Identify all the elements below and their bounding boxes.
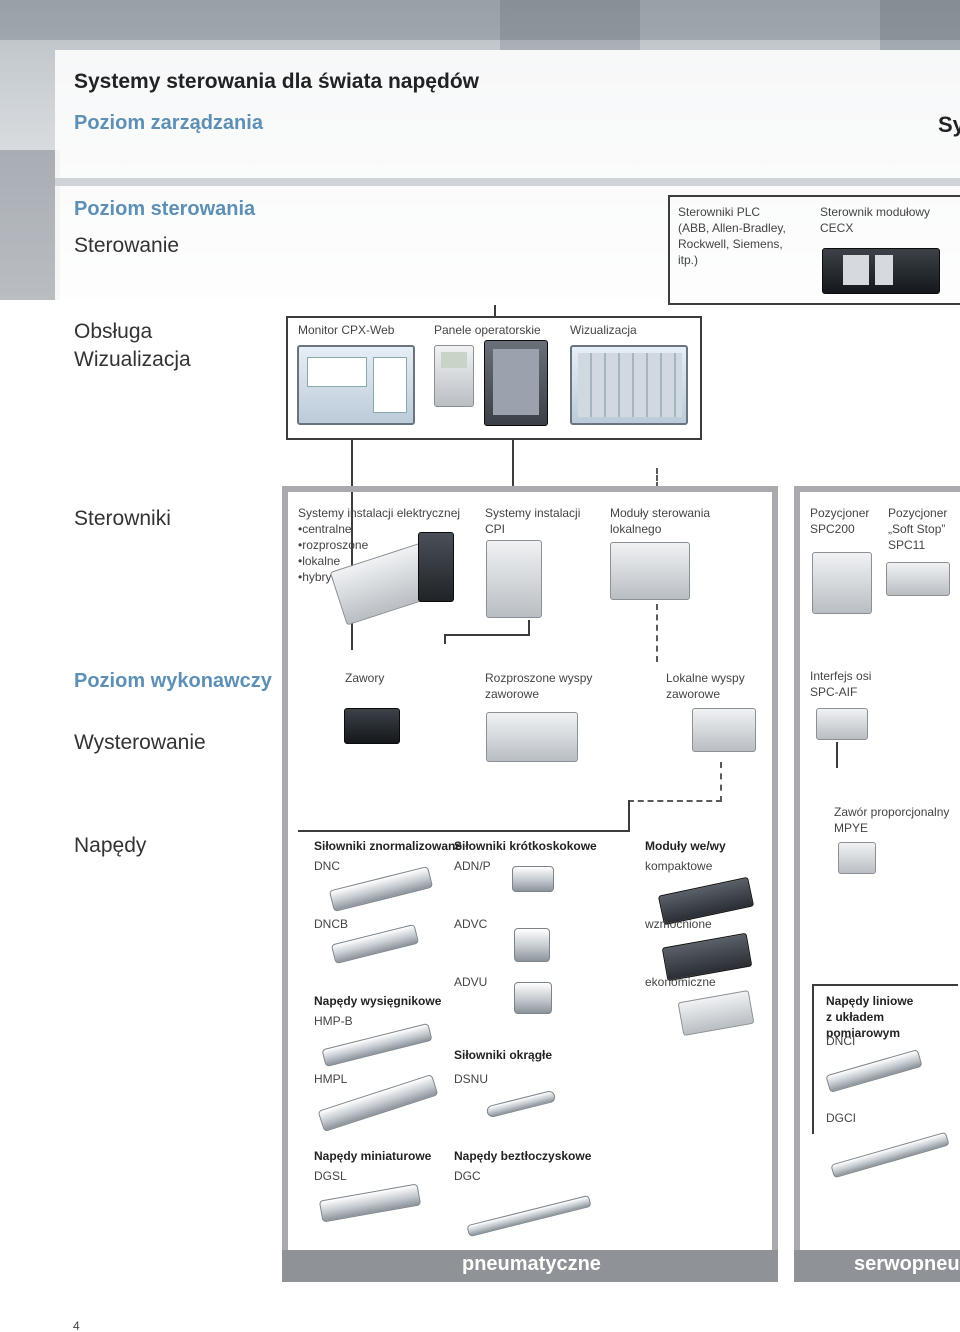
proportional-valve-caption: Zawór proporcjonalny MPYE xyxy=(834,805,950,835)
advc-cylinder-image xyxy=(514,928,550,962)
rodless-drives-heading: Napędy beztłoczyskowe xyxy=(454,1149,592,1163)
hmi-item-label: Wizualizacja xyxy=(570,323,637,337)
connector xyxy=(444,634,530,636)
round-cylinders-heading: Siłowniki okrągłe xyxy=(454,1048,553,1062)
cpi-caption: Systemy instalacji CPI xyxy=(485,506,581,536)
hmi-section-label: Obsługa Wizualizacja xyxy=(74,320,191,371)
divider xyxy=(55,178,960,186)
hmpl-label: HMPL xyxy=(314,1072,348,1086)
dnci-label: DNCI xyxy=(826,1034,856,1048)
connector xyxy=(812,984,958,986)
connector xyxy=(628,800,630,832)
spc11-caption: Pozycjoner „Soft Stop” SPC11 xyxy=(888,506,948,552)
page-title: Systemy sterowania dla świata napędów xyxy=(74,70,479,93)
spc11-image xyxy=(886,562,950,596)
compact-cylinders-heading: Siłowniki krótkoskokowe xyxy=(454,839,597,853)
valve-image xyxy=(344,708,400,744)
cantilever-drives-heading: Napędy wysięgnikowe xyxy=(314,994,442,1008)
valves-caption: Zawory xyxy=(345,671,385,685)
local-valve-terminals-caption: Lokalne wyspy zaworowe xyxy=(666,671,745,701)
dsnu-label: DSNU xyxy=(454,1072,489,1086)
spc200-image xyxy=(812,552,872,614)
dgci-label: DGCI xyxy=(826,1111,856,1125)
dnc-label: DNC xyxy=(314,859,340,873)
control-level-label: Poziom sterowania xyxy=(74,198,256,220)
connector xyxy=(351,626,353,650)
mini-slides-heading: Napędy miniaturowe xyxy=(314,1149,432,1163)
local-control-caption: Moduły sterowania lokalnego xyxy=(610,506,711,536)
plc-caption: Sterowniki PLC (ABB, Allen-Bradley, Rock… xyxy=(678,205,786,267)
connector xyxy=(494,305,496,316)
proportional-valve-image xyxy=(838,842,876,874)
cpi-module-image xyxy=(486,540,542,618)
pneumatic-banner: pneumatyczne xyxy=(282,1250,778,1282)
distributed-valve-terminal-image xyxy=(486,712,578,762)
dncb-label: DNCB xyxy=(314,917,349,931)
local-valve-terminal-image xyxy=(692,708,756,752)
advc-label: ADVC xyxy=(454,917,488,931)
adn-p-label: ADN/P xyxy=(454,859,491,873)
dgc-label: DGC xyxy=(454,1169,481,1183)
connector xyxy=(528,620,530,636)
control-section-label: Sterowanie xyxy=(74,234,180,257)
hmi-item-label: Panele operatorskie xyxy=(434,323,541,337)
control-frame xyxy=(668,195,960,305)
dashed-connector xyxy=(720,762,722,802)
hmp-b-label: HMP-B xyxy=(314,1014,353,1028)
advu-label: ADVU xyxy=(454,975,488,989)
connector xyxy=(444,634,446,644)
cpx-web-monitor-image xyxy=(297,345,415,425)
page-number: 4 xyxy=(73,1319,80,1332)
execution-level-label: Poziom wykonawczy xyxy=(74,670,272,692)
io-reinforced-label: wzmocnione xyxy=(645,917,712,931)
io-compact-label: kompaktowe xyxy=(645,859,713,873)
title-panel xyxy=(55,50,960,300)
management-level-label: Poziom zarządzania xyxy=(74,112,263,134)
local-control-module-image xyxy=(610,542,690,600)
connector xyxy=(512,440,514,486)
io-modules-heading: Moduły we/wy xyxy=(645,839,726,853)
dashed-connector xyxy=(656,604,658,662)
drives-frame-line xyxy=(298,830,628,832)
connector xyxy=(812,984,814,1134)
visualization-screen-image xyxy=(570,345,688,425)
drives-section-label: Napędy xyxy=(74,834,147,857)
operator-panel-image xyxy=(434,345,474,407)
dashed-connector xyxy=(628,800,722,802)
cecx-caption: Sterownik modułowy CECX xyxy=(820,205,931,235)
valve-terminal-image xyxy=(418,532,454,602)
axis-interface-caption: Interfejs osi SPC-AIF xyxy=(810,669,872,699)
connector xyxy=(836,742,838,768)
hmi-item-label: Monitor CPX-Web xyxy=(298,323,395,337)
spc200-caption: Pozycjoner SPC200 xyxy=(810,506,870,536)
distributed-valve-terminals-caption: Rozproszone wyspy zaworowe xyxy=(485,671,593,701)
controllers-section-label: Sterowniki xyxy=(74,507,171,530)
linear-drives-measuring-heading: Napędy liniowe z układem pomiarowym xyxy=(826,994,914,1040)
servo-banner: serwopneu xyxy=(794,1250,960,1282)
io-economic-label: ekonomiczne xyxy=(645,975,716,989)
standard-cylinders-heading: Siłowniki znormalizowane xyxy=(314,839,463,853)
hmi-frame xyxy=(286,316,702,440)
advu-cylinder-image xyxy=(514,982,552,1014)
cecx-controller-image xyxy=(822,248,940,294)
dashed-connector xyxy=(656,468,658,488)
dgsl-label: DGSL xyxy=(314,1169,347,1183)
cut-heading: Sy xyxy=(938,112,960,137)
adn-p-cylinder-image xyxy=(512,866,554,892)
axis-interface-image xyxy=(816,708,868,740)
execution-section-label: Wysterowanie xyxy=(74,731,206,754)
operator-panel-image xyxy=(484,340,548,426)
